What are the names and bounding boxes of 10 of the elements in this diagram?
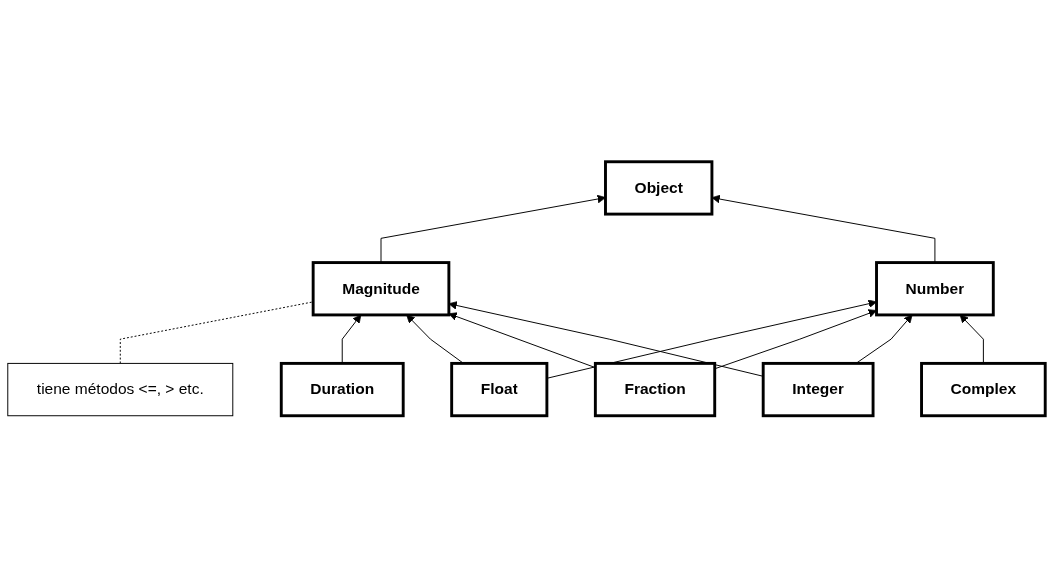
node-box: Duration [279, 361, 405, 417]
node-box: Fraction [593, 361, 717, 417]
node-box: tiene métodos <=, > etc. [7, 362, 234, 416]
node-box: Complex [920, 361, 1047, 417]
node-box: Object [604, 160, 714, 216]
connector [119, 301, 314, 364]
node-box: Magnitude [311, 260, 451, 317]
node-box: Float [450, 361, 549, 417]
node-box: Number [875, 260, 995, 317]
node-box: Integer [761, 361, 875, 417]
